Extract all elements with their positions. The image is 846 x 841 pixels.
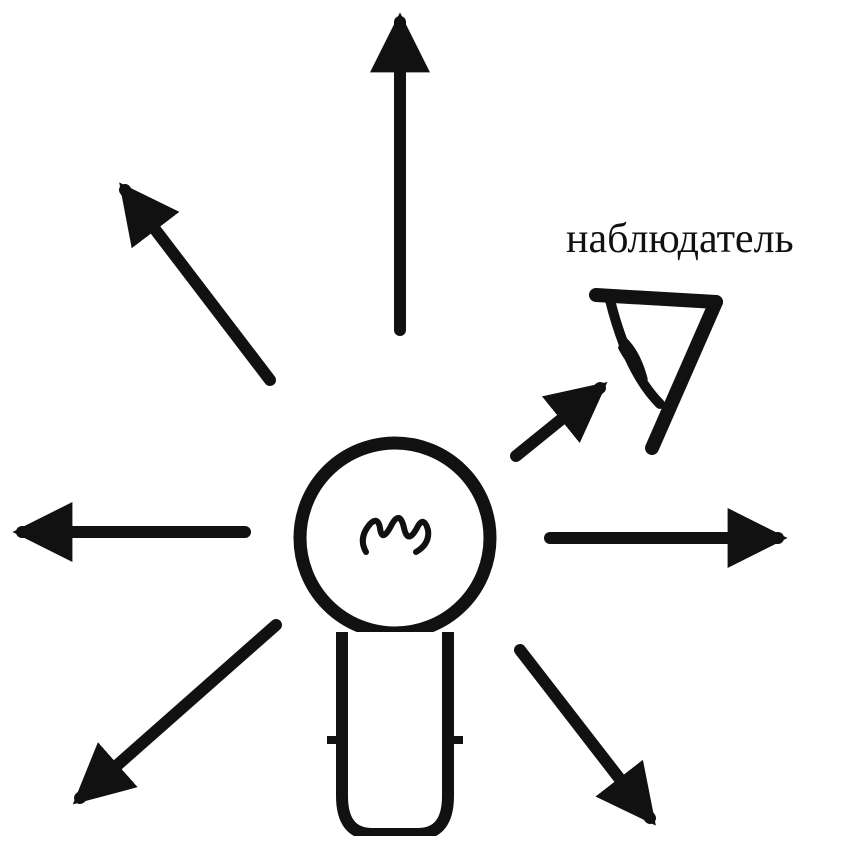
- ray-to-observer-arrow: [516, 388, 600, 456]
- light-bulb-icon: [300, 443, 490, 834]
- bulb-base: [342, 632, 448, 834]
- eye-icon: [596, 295, 716, 448]
- observer-label: наблюдатель: [566, 218, 794, 260]
- ray-down-left-arrow: [80, 625, 276, 798]
- ray-down-right-arrow: [520, 650, 650, 818]
- ray-up-left-arrow: [125, 190, 270, 380]
